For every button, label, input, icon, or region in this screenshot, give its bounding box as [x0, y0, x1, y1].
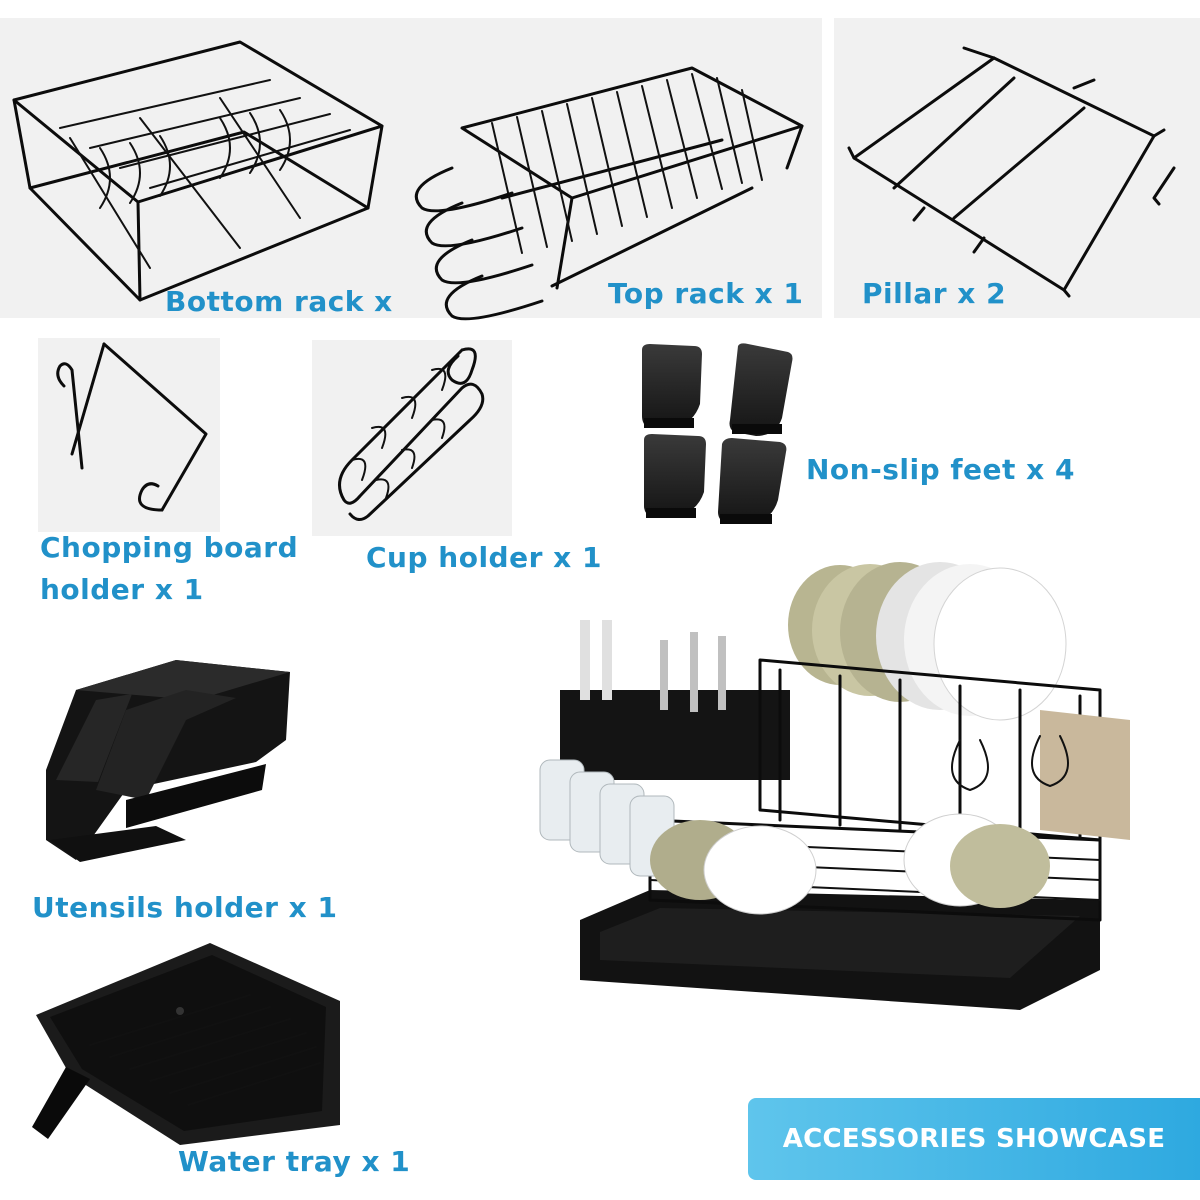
chopping-board-holder-label-line1: Chopping board	[40, 531, 299, 564]
pillar-label: Pillar x 2	[862, 277, 1007, 310]
top-rack-illustration	[414, 66, 804, 321]
cups	[539, 759, 675, 877]
water-tray-photo	[30, 935, 350, 1150]
pillar-illustration	[847, 46, 1176, 298]
cup-holder-label: Cup holder x 1	[366, 541, 602, 574]
bottom-rack-illustration	[12, 40, 384, 302]
pillar-photo: Pillar x 2	[834, 18, 1200, 318]
foot-4	[718, 438, 787, 524]
assembled-rack-photo	[539, 540, 1140, 1040]
plates-bottom	[650, 813, 1050, 915]
water-tray-label: Water tray x 1	[178, 1145, 411, 1178]
assembled-rack-illustration	[539, 562, 1130, 1010]
top-rack-photo: Top rack x 1	[392, 18, 822, 321]
non-slip-feet-illustration	[642, 343, 793, 524]
utensils-holder-label: Utensils holder x 1	[32, 891, 338, 924]
bottom-rack-label: Bottom rack x 1	[165, 285, 423, 318]
cup-holder-illustration	[338, 347, 485, 521]
banner-text: ACCESSORIES SHOWCASE	[782, 1124, 1166, 1154]
accessories-showcase-banner: ACCESSORIES SHOWCASE	[748, 1098, 1200, 1180]
utensils-holder-photo	[36, 650, 296, 880]
chopping-board-holder-photo	[38, 338, 220, 532]
top-rack-label: Top rack x 1	[608, 277, 804, 310]
cup-holder-photo	[312, 340, 512, 536]
non-slip-feet-label: Non-slip feet x 4	[806, 453, 1075, 486]
utensils-holder-illustration	[46, 660, 290, 862]
foot-3	[644, 434, 706, 518]
chopping-board-holder-label-line2: holder x 1	[40, 573, 204, 606]
water-tray-illustration	[32, 943, 340, 1145]
foot-1	[642, 344, 702, 428]
bottom-rack-photo: Bottom rack x 1	[0, 18, 422, 318]
non-slip-feet-photo	[638, 340, 798, 530]
foot-2	[729, 343, 793, 436]
plates-top	[788, 562, 1067, 721]
chopping-board-holder-illustration	[56, 342, 208, 512]
